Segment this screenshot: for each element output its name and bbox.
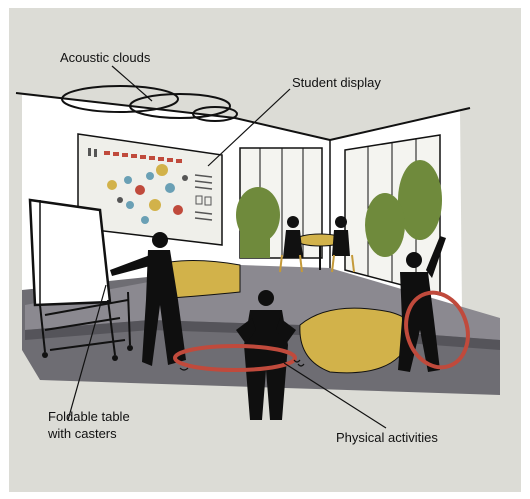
tree-right-window-1 [398, 160, 442, 240]
ceiling-line-right [329, 107, 471, 141]
leader-physical-activities [283, 362, 387, 429]
acoustic-cloud-1 [61, 85, 179, 113]
leader-foldable-table [67, 284, 107, 421]
label-physical-activities: Physical activities [336, 430, 438, 445]
label-acoustic-clouds: Acoustic clouds [60, 50, 151, 65]
label-foldable-table-line1: Foldable table [48, 409, 130, 424]
table-frame [39, 291, 131, 356]
small-figures [283, 216, 350, 258]
platform-edge [25, 320, 500, 350]
back-chairs [279, 254, 355, 273]
label-student-display: Student display [292, 75, 381, 90]
acoustic-cloud-3 [192, 106, 238, 122]
tree-base-back-window [240, 228, 270, 258]
ceiling-line-back [234, 117, 331, 141]
acoustic-cloud-2 [129, 93, 231, 119]
ceiling-line-left [15, 92, 236, 119]
hula-hoop-center [173, 344, 297, 372]
label-foldable-table-line2: with casters [48, 426, 117, 441]
hula-hoop-right [404, 290, 470, 370]
large-figures [110, 232, 446, 420]
leader-student-display [207, 88, 291, 167]
leader-acoustic-clouds [111, 65, 153, 102]
student-display-board [77, 133, 223, 246]
display-marks [88, 148, 213, 224]
foldable-table-board [28, 198, 112, 307]
seat-cushion-back [169, 260, 241, 299]
tree-right-window-2 [365, 193, 405, 257]
casters [42, 345, 133, 361]
motion-lines [179, 359, 305, 371]
